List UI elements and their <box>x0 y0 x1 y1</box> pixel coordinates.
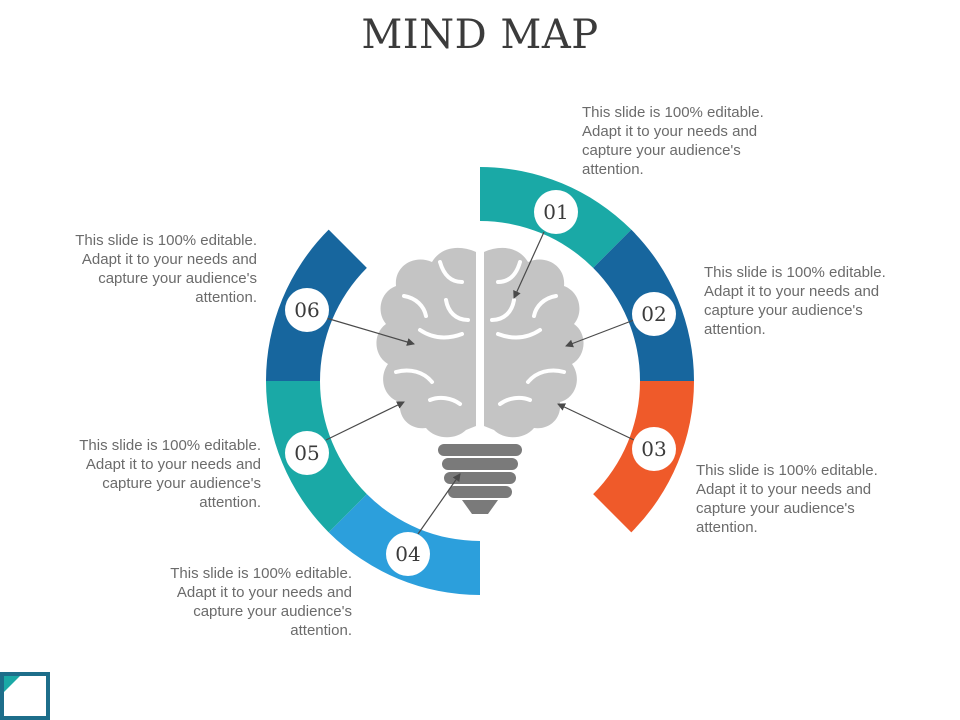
badge-03-number: 03 <box>641 437 666 461</box>
frame-corner-icon <box>0 672 50 720</box>
badge-06-number: 06 <box>294 298 319 322</box>
connector-04 <box>417 473 461 535</box>
note-03: This slide is 100% editable. Adapt it to… <box>696 462 878 536</box>
badge-04-number: 04 <box>395 542 420 566</box>
note-06: This slide is 100% editable. Adapt it to… <box>75 232 257 306</box>
badge-05-number: 05 <box>294 441 319 465</box>
note-02: This slide is 100% editable. Adapt it to… <box>704 264 886 338</box>
badge-03: 03 <box>632 427 676 471</box>
brain-icon <box>376 247 584 438</box>
connector-01 <box>513 231 545 299</box>
badge-04: 04 <box>386 532 430 576</box>
page-title: MIND MAP <box>361 12 599 58</box>
badge-05: 05 <box>285 431 329 475</box>
note-01: This slide is 100% editable. Adapt it to… <box>582 104 764 178</box>
connector-06 <box>325 317 415 346</box>
lightbulb-base-icon <box>438 444 522 514</box>
connector-02 <box>565 319 635 348</box>
connector-05 <box>325 401 405 441</box>
badge-01-number: 01 <box>543 200 568 224</box>
badge-02-number: 02 <box>641 302 666 326</box>
connector-03 <box>557 403 635 441</box>
brain-lightbulb-icon <box>376 247 584 514</box>
note-04: This slide is 100% editable. Adapt it to… <box>170 565 352 639</box>
badge-06: 06 <box>285 288 329 332</box>
note-05: This slide is 100% editable. Adapt it to… <box>79 437 261 511</box>
number-badges: 01 02 03 04 05 06 <box>285 190 676 576</box>
badge-01: 01 <box>534 190 578 234</box>
badge-02: 02 <box>632 292 676 336</box>
ring-segments <box>266 167 694 595</box>
connector-arrows <box>325 231 635 535</box>
